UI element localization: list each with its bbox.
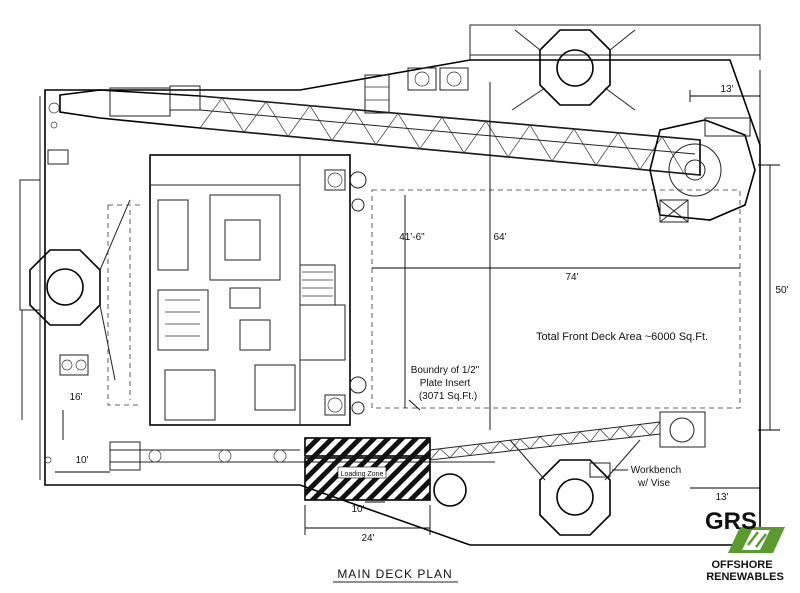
logo-line-2: RENEWABLES (706, 571, 784, 583)
hatch-stripe (225, 438, 294, 500)
hatch-stripe (393, 463, 430, 500)
hatch-stripe (491, 438, 560, 500)
hatch-stripe (407, 477, 430, 500)
loading-zone: Loading Zone (225, 437, 560, 501)
jackup-leg-bottom (509, 439, 641, 536)
plate-insert-line-3: (3071 Sq.Ft.) (419, 391, 477, 402)
dimension-13-top: 13' (720, 84, 733, 95)
dimension-16: 16' (69, 392, 82, 403)
dimension-64: 64' (493, 232, 506, 243)
loading-zone-label: Loading Zone (341, 471, 384, 478)
jackup-leg-top (511, 29, 636, 111)
hatch-stripe (379, 449, 430, 500)
plate-insert-boundary (371, 189, 741, 409)
deck-containers (59, 67, 469, 376)
grs-logo: GRS OFFSHORE RENEWABLES (705, 508, 785, 583)
hatch-stripe (365, 438, 430, 500)
drawing-title: MAIN DECK PLAN (337, 567, 452, 581)
workbench-line-2: w/ Vise (637, 478, 670, 489)
total-area-label: Total Front Deck Area ~6000 Sq.Ft. (536, 331, 708, 343)
dimension-24: 24' (361, 533, 374, 544)
logo-mark-icon (728, 527, 785, 553)
dimension-lines (55, 70, 780, 535)
plate-insert-line-2: Plate Insert (420, 378, 471, 389)
main-crane-pedestal (649, 117, 756, 223)
hatch-stripe (305, 438, 308, 441)
logo-brand: GRS (705, 508, 757, 535)
workbench-line-1: Workbench (631, 465, 681, 476)
jackup-leg-left (29, 199, 131, 381)
hatch-stripe (463, 438, 532, 500)
accommodation-block (149, 154, 351, 426)
hatch-stripe (305, 438, 322, 455)
dimension-10-left: 10' (75, 455, 88, 466)
hatch-stripe (305, 438, 336, 469)
hatch-stripe (435, 438, 504, 500)
hatch-stripe (305, 438, 364, 497)
dimension-50: 50' (775, 285, 788, 296)
small-equipment (349, 171, 367, 415)
hatch-stripe (305, 438, 350, 483)
deck-railing-dashed (107, 204, 140, 406)
dimension-74: 74' (565, 272, 578, 283)
main-crane-boom (59, 85, 701, 176)
workbench-box (589, 462, 611, 478)
bottom-left-tank (433, 473, 467, 507)
hatch-stripe (421, 491, 430, 500)
dimension-10-bottom: 10' (351, 504, 364, 515)
logo-line-1: OFFSHORE (711, 559, 772, 571)
plate-insert-line-1: Boundry of 1/2" (411, 365, 480, 376)
dimension-13-bottom: 13' (715, 492, 728, 503)
dimension-41-6: 41'-6" (399, 232, 425, 243)
